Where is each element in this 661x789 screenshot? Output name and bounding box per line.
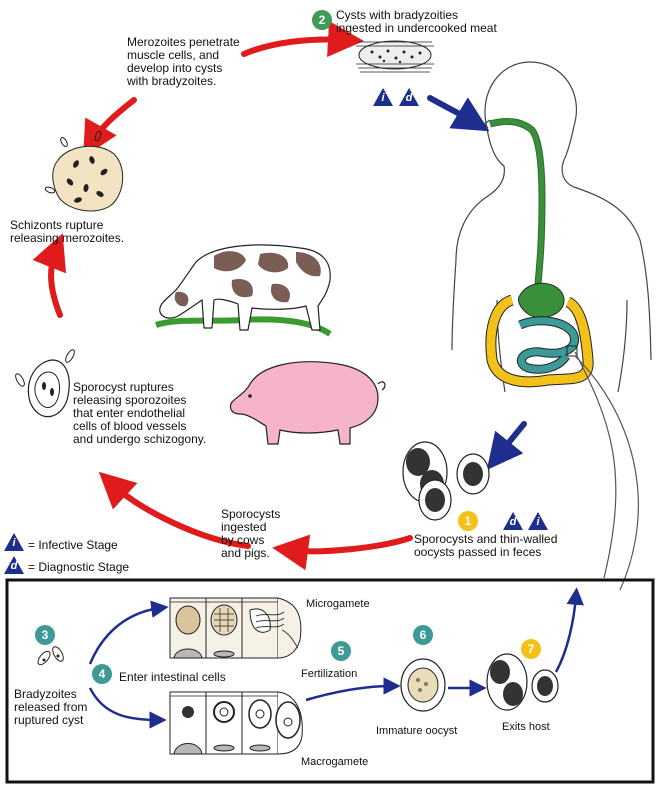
step-badge-2: 2 xyxy=(312,10,332,30)
intestinal-arrows xyxy=(88,587,584,729)
legend-infective-label: = Infective Stage xyxy=(28,538,118,552)
label-step1-sporocysts-passed: Sporocysts and thin-walled oocysts passe… xyxy=(414,532,558,559)
human-body-outline xyxy=(451,61,652,393)
label-sporocyst-ruptures: Sporocyst ruptures releasing sporozoites… xyxy=(73,380,207,446)
diagnostic-stage-icon: d xyxy=(399,88,419,106)
microgamete-cells xyxy=(169,597,302,659)
diagnostic-letter: d xyxy=(509,516,517,528)
cow-illustration xyxy=(155,244,332,337)
step-badge-5: 5 xyxy=(331,641,351,661)
label-exits-host: Exits host xyxy=(502,721,550,733)
label-step2-cysts-ingested: Cysts with bradyzoities ingested in unde… xyxy=(336,8,497,35)
label-sporocysts-ingested: Sporocysts ingested by cows and pigs. xyxy=(221,507,281,560)
sporocyst-rupture-icon xyxy=(15,349,75,418)
meat-cyst-icon xyxy=(356,40,434,73)
infective-letter: i xyxy=(536,516,540,528)
fecal-sporocysts-icon xyxy=(402,441,490,521)
diagnostic-letter: d xyxy=(405,92,413,104)
infective-stage-icon: i xyxy=(528,512,548,530)
digestive-tract xyxy=(485,118,594,388)
diagnostic-stage-icon: d xyxy=(503,512,523,530)
infective-stage-icon: i xyxy=(373,88,393,106)
intestinal-stage-frame xyxy=(5,578,655,784)
label-bradyzoites-released: Bradyzoites released from ruptured cyst xyxy=(14,687,88,727)
label-fertilization: Fertilization xyxy=(301,668,358,680)
label-macrogamete: Macrogamete xyxy=(301,756,369,768)
legend-diagnostic-icon: d xyxy=(4,556,24,574)
label-enter-intestinal-cells: Enter intestinal cells xyxy=(119,670,226,684)
zoom-lines xyxy=(574,351,639,591)
step-badge-7: 7 xyxy=(521,639,541,659)
legend-infective-letter: i xyxy=(12,537,16,549)
step-badge-4: 4 xyxy=(92,664,112,684)
step-badge-1: 1 xyxy=(458,511,478,531)
immature-oocyst-icon xyxy=(400,658,446,712)
cycle-arrows xyxy=(32,21,413,571)
label-schizonts-rupture: Schizonts rupture releasing merozoites. xyxy=(10,218,125,245)
step-badge-3: 3 xyxy=(35,625,55,645)
schizont-icon xyxy=(44,130,124,212)
pig-illustration xyxy=(229,361,386,445)
legend-infective-icon: i xyxy=(4,533,24,551)
label-microgamete: Microgamete xyxy=(306,598,370,610)
label-merozoites-penetrate: Merozoites penetrate muscle cells, and d… xyxy=(127,35,240,88)
bradyzoites-icon xyxy=(37,646,64,666)
exiting-oocysts-icon xyxy=(486,653,559,711)
legend-diagnostic-letter: d xyxy=(10,560,18,572)
legend-diagnostic-label: = Diagnostic Stage xyxy=(28,560,130,574)
infective-letter: i xyxy=(381,92,385,104)
blue-arrows xyxy=(427,95,527,471)
label-immature-oocyst: Immature oocyst xyxy=(376,725,458,737)
macrogamete-cells xyxy=(169,691,303,755)
step-badge-6: 6 xyxy=(413,625,433,645)
